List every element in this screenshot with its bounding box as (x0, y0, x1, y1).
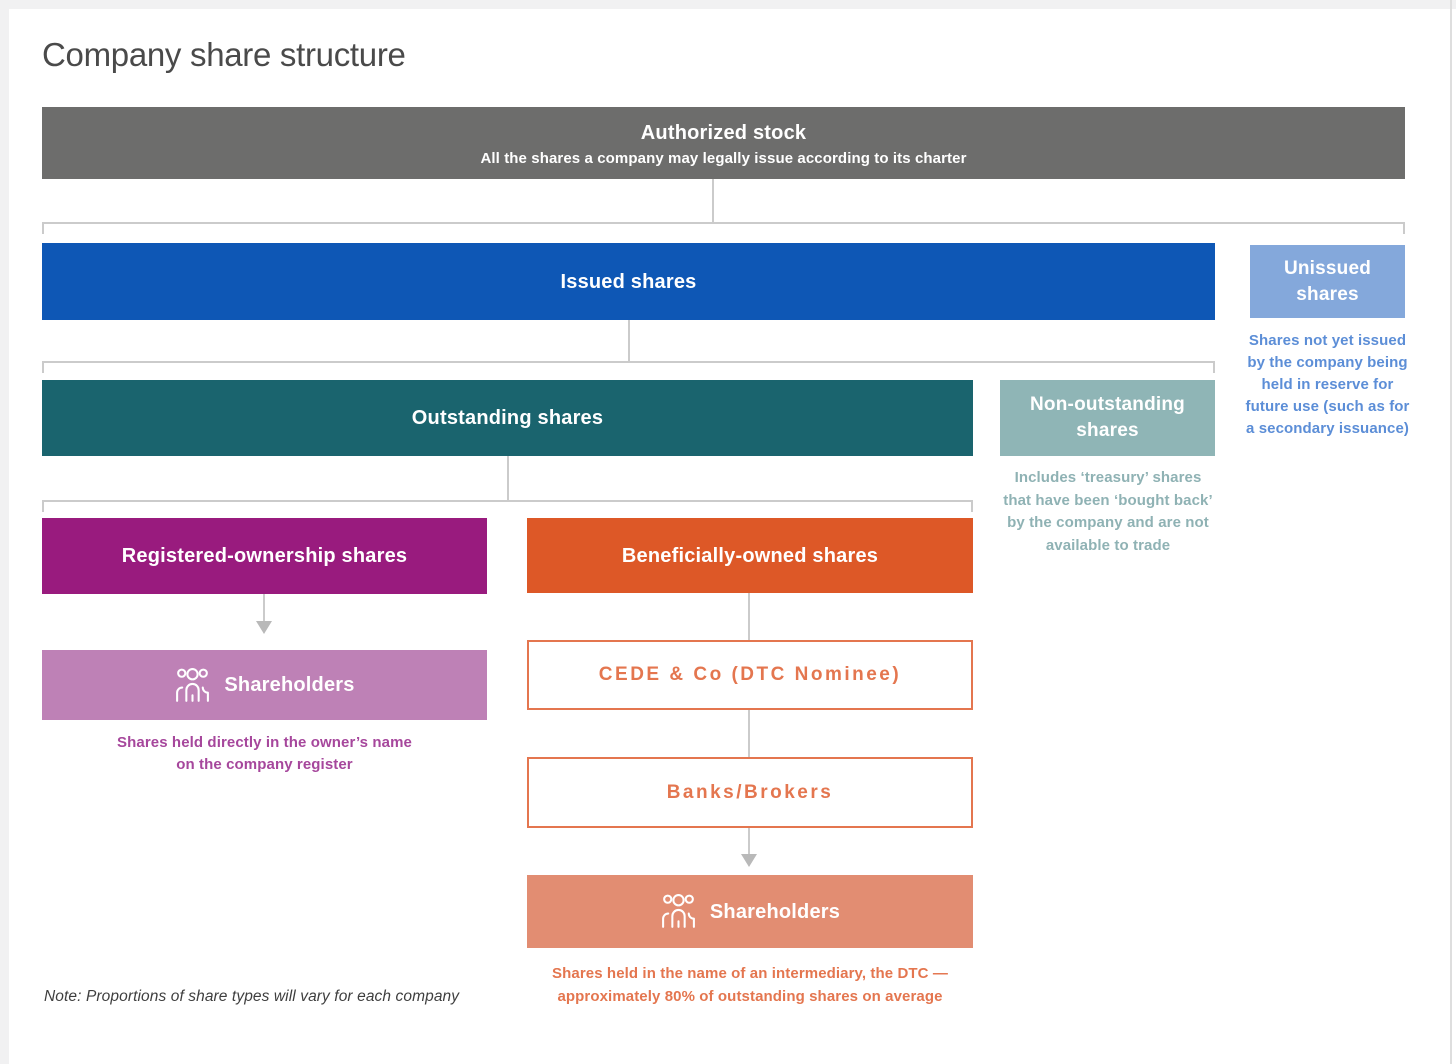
node-title: Banks/Brokers (666, 781, 834, 803)
connector-issued-feeder (628, 320, 630, 362)
node-title: Beneficially-owned shares (621, 544, 879, 567)
shareholders-people-icon (176, 667, 210, 702)
connector-bracket3-horizontal (42, 500, 973, 502)
connector-registered-arrow-line (263, 594, 265, 622)
arrow-down-icon (741, 854, 757, 867)
node-beneficial-shareholders: Shareholders (527, 875, 973, 948)
node-outstanding-shares: Outstanding shares (42, 380, 973, 456)
frame-top-border (0, 0, 1456, 9)
connector-bracket2-stub-left (42, 361, 44, 373)
connector-bracket2-stub-right (1213, 361, 1215, 373)
page-title: Company share structure (42, 36, 406, 73)
shareholders-people-icon (661, 894, 695, 928)
node-banks-brokers: Banks/Brokers (527, 757, 973, 828)
node-beneficially-owned-shares: Beneficially-owned shares (527, 518, 973, 593)
node-title: Registered-ownership shares (121, 545, 408, 567)
node-title: Shareholders (709, 900, 841, 923)
connector-banks-arrow-line (748, 828, 750, 855)
node-unissued-shares: Unissued shares (1250, 245, 1405, 318)
connector-bracket3-stub-right (971, 500, 973, 512)
caption-registered-shareholders: Shares held directly in the owner’s name… (117, 734, 412, 773)
node-subtitle: All the shares a company may legally iss… (480, 149, 967, 167)
connector-outstanding-feeder (507, 456, 509, 501)
node-title: Unissued shares (1283, 257, 1372, 305)
caption-beneficial-shareholders: Shares held in the name of an intermedia… (552, 965, 948, 1005)
node-registered-ownership-shares: Registered-ownership shares (42, 518, 487, 594)
connector-cede-to-banks (748, 710, 750, 757)
connector-bracket2-horizontal (42, 361, 1215, 363)
arrow-down-icon (256, 621, 272, 634)
node-title: Shareholders (224, 674, 355, 696)
frame-right-border (1450, 0, 1452, 1064)
node-authorized-stock: Authorized stock All the shares a compan… (42, 107, 1405, 179)
node-title: Outstanding shares (411, 407, 604, 429)
node-title: CEDE & Co (DTC Nominee) (598, 664, 902, 685)
connector-bracket1-stub-left (42, 222, 44, 234)
caption-non-outstanding-shares: Includes ‘treasury’ shares that have bee… (1003, 469, 1213, 554)
caption-unissued-shares: Shares not yet issued by the company bei… (1245, 332, 1410, 437)
node-cede-dtc-nominee: CEDE & Co (DTC Nominee) (527, 640, 973, 710)
connector-bracket1-horizontal (42, 222, 1405, 224)
connector-authorized-feeder (712, 179, 714, 223)
connector-beneficial-to-cede (748, 593, 750, 640)
node-title: Authorized stock (640, 121, 807, 144)
node-title: Non-outstanding shares (1030, 394, 1185, 441)
frame-left-border (0, 0, 9, 1064)
connector-bracket1-stub-right (1403, 222, 1405, 234)
node-title: Issued shares (560, 270, 697, 293)
node-non-outstanding-shares: Non-outstanding shares (1000, 380, 1215, 456)
footnote: Note: Proportions of share types will va… (44, 988, 460, 1005)
node-registered-shareholders: Shareholders (42, 650, 487, 720)
connector-bracket3-stub-left (42, 500, 44, 512)
node-issued-shares: Issued shares (42, 243, 1215, 320)
